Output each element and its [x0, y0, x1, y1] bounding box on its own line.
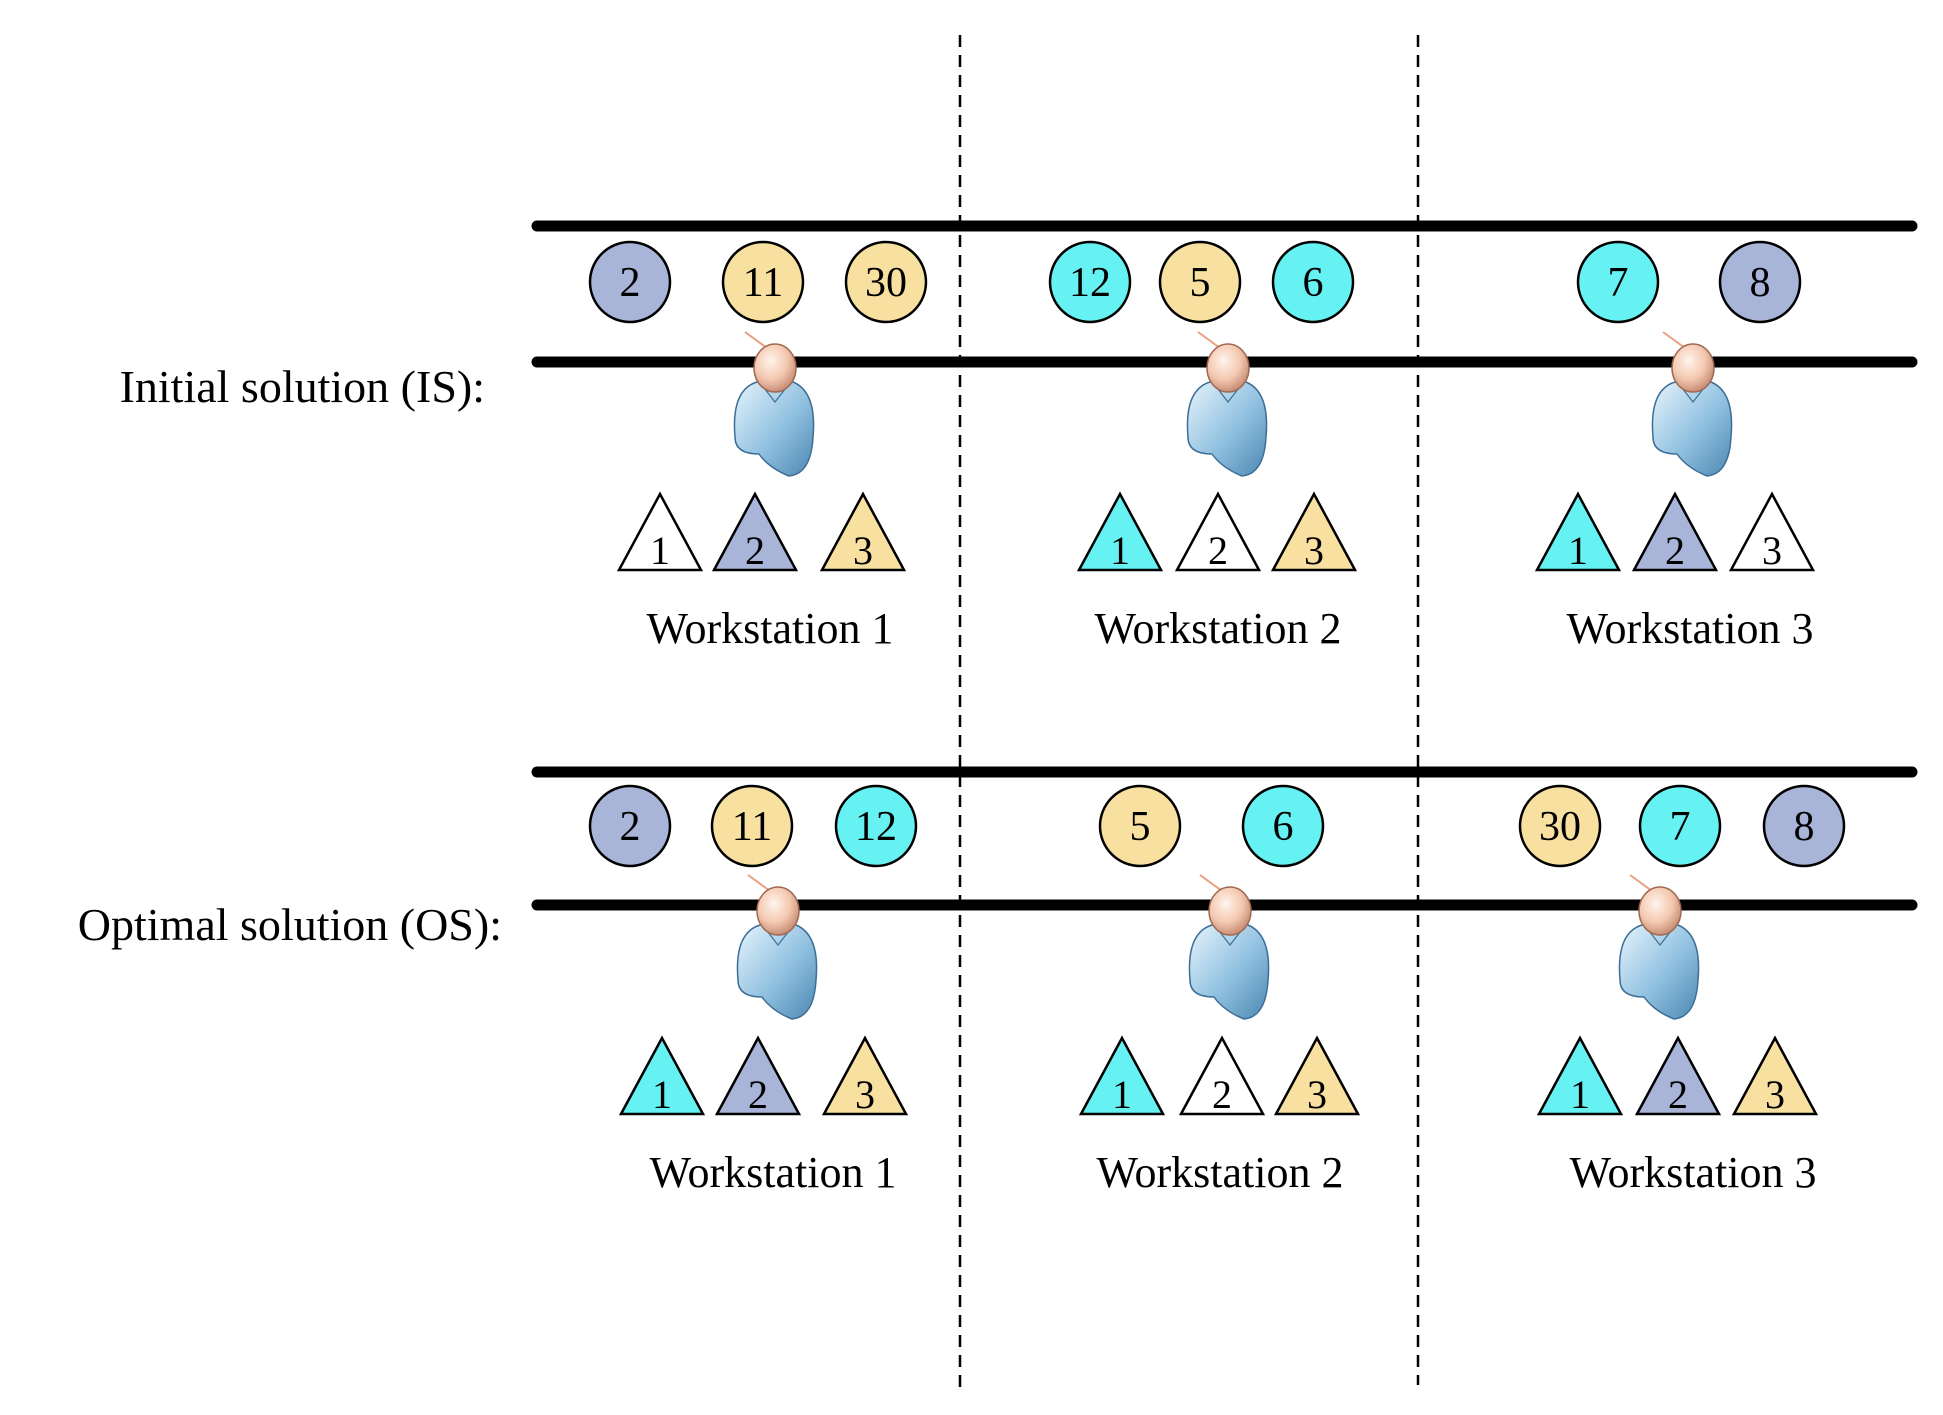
skill-triangle-label: 2	[748, 1072, 768, 1117]
task-circle-label: 30	[865, 260, 907, 306]
worker-icon	[1186, 331, 1268, 477]
skill-triangle: 2	[714, 1035, 802, 1117]
task-circle-label: 8	[1794, 804, 1815, 850]
task-circle-label: 8	[1750, 260, 1771, 306]
skill-triangle-label: 1	[1110, 528, 1130, 573]
skill-triangle: 2	[1631, 491, 1719, 573]
task-circle-label: 7	[1608, 260, 1629, 306]
skill-triangle: 3	[1270, 491, 1358, 573]
skill-triangle-label: 1	[650, 528, 670, 573]
skill-triangle: 1	[618, 1035, 706, 1117]
skill-triangle: 3	[1728, 491, 1816, 573]
skill-triangle-label: 3	[1307, 1072, 1327, 1117]
task-circle: 2	[588, 240, 672, 324]
skill-triangle: 1	[1076, 491, 1164, 573]
skill-triangle-label: 2	[745, 528, 765, 573]
skill-triangle-label: 3	[1765, 1072, 1785, 1117]
task-circle: 8	[1762, 784, 1846, 868]
task-circle-label: 12	[1069, 260, 1111, 306]
task-circle: 12	[1048, 240, 1132, 324]
task-circle-label: 2	[620, 260, 641, 306]
skill-triangle-label: 3	[855, 1072, 875, 1117]
task-circle-label: 7	[1670, 804, 1691, 850]
skill-triangle-label: 2	[1208, 528, 1228, 573]
workstation-label: Workstation 2	[1097, 1148, 1344, 1197]
task-circle: 8	[1718, 240, 1802, 324]
task-circle: 5	[1158, 240, 1242, 324]
skill-triangle-label: 1	[1112, 1072, 1132, 1117]
task-circle-label: 12	[855, 804, 897, 850]
task-circle-label: 5	[1130, 804, 1151, 850]
task-circle-label: 5	[1190, 260, 1211, 306]
workstation-label: Workstation 1	[647, 604, 894, 653]
task-circle-label: 6	[1303, 260, 1324, 306]
skill-triangle: 3	[819, 491, 907, 573]
worker-icon	[736, 874, 818, 1020]
worker-icon	[1651, 331, 1733, 477]
skill-triangle-label: 2	[1665, 528, 1685, 573]
row-label: Optimal solution (OS):	[78, 899, 502, 950]
task-circle: 7	[1638, 784, 1722, 868]
skill-triangle-label: 3	[853, 528, 873, 573]
skill-triangle: 2	[1178, 1035, 1266, 1117]
skill-triangle: 1	[1078, 1035, 1166, 1117]
skill-triangle: 3	[821, 1035, 909, 1117]
skill-triangle-label: 2	[1212, 1072, 1232, 1117]
task-circle: 11	[721, 240, 805, 324]
skill-triangle-label: 1	[1568, 528, 1588, 573]
solution-row-2: Optimal solution (OS):	[78, 766, 1918, 950]
worker-icon	[1618, 874, 1700, 1020]
task-circle-label: 30	[1539, 804, 1581, 850]
skill-triangle: 1	[1536, 1035, 1624, 1117]
skill-triangle: 2	[1174, 491, 1262, 573]
task-circle: 6	[1271, 240, 1355, 324]
skill-triangle: 1	[616, 491, 704, 573]
row-label: Initial solution (IS):	[120, 361, 485, 412]
workstation-label: Workstation 1	[650, 1148, 897, 1197]
task-circle: 30	[844, 240, 928, 324]
task-circle-label: 11	[732, 804, 772, 850]
workstation-label: Workstation 3	[1570, 1148, 1817, 1197]
task-circle: 30	[1518, 784, 1602, 868]
task-circle-label: 2	[620, 804, 641, 850]
task-circle: 5	[1098, 784, 1182, 868]
task-circle: 6	[1241, 784, 1325, 868]
skill-triangle: 3	[1273, 1035, 1361, 1117]
task-circle: 12	[834, 784, 918, 868]
skill-triangle-label: 3	[1304, 528, 1324, 573]
task-circle: 11	[710, 784, 794, 868]
task-circle-label: 11	[743, 260, 783, 306]
skill-triangle: 2	[711, 491, 799, 573]
workstation-label: Workstation 2	[1095, 604, 1342, 653]
skill-triangle: 3	[1731, 1035, 1819, 1117]
skill-triangle: 1	[1534, 491, 1622, 573]
task-circle-label: 6	[1273, 804, 1294, 850]
skill-triangle-label: 3	[1762, 528, 1782, 573]
skill-triangle: 2	[1634, 1035, 1722, 1117]
worker-icon	[733, 331, 815, 477]
task-circle: 7	[1576, 240, 1660, 324]
skill-triangle-label: 1	[1570, 1072, 1590, 1117]
skill-triangle-label: 2	[1668, 1072, 1688, 1117]
worker-icon	[1188, 874, 1270, 1020]
workstation-label: Workstation 3	[1567, 604, 1814, 653]
task-circle: 2	[588, 784, 672, 868]
skill-triangle-label: 1	[652, 1072, 672, 1117]
